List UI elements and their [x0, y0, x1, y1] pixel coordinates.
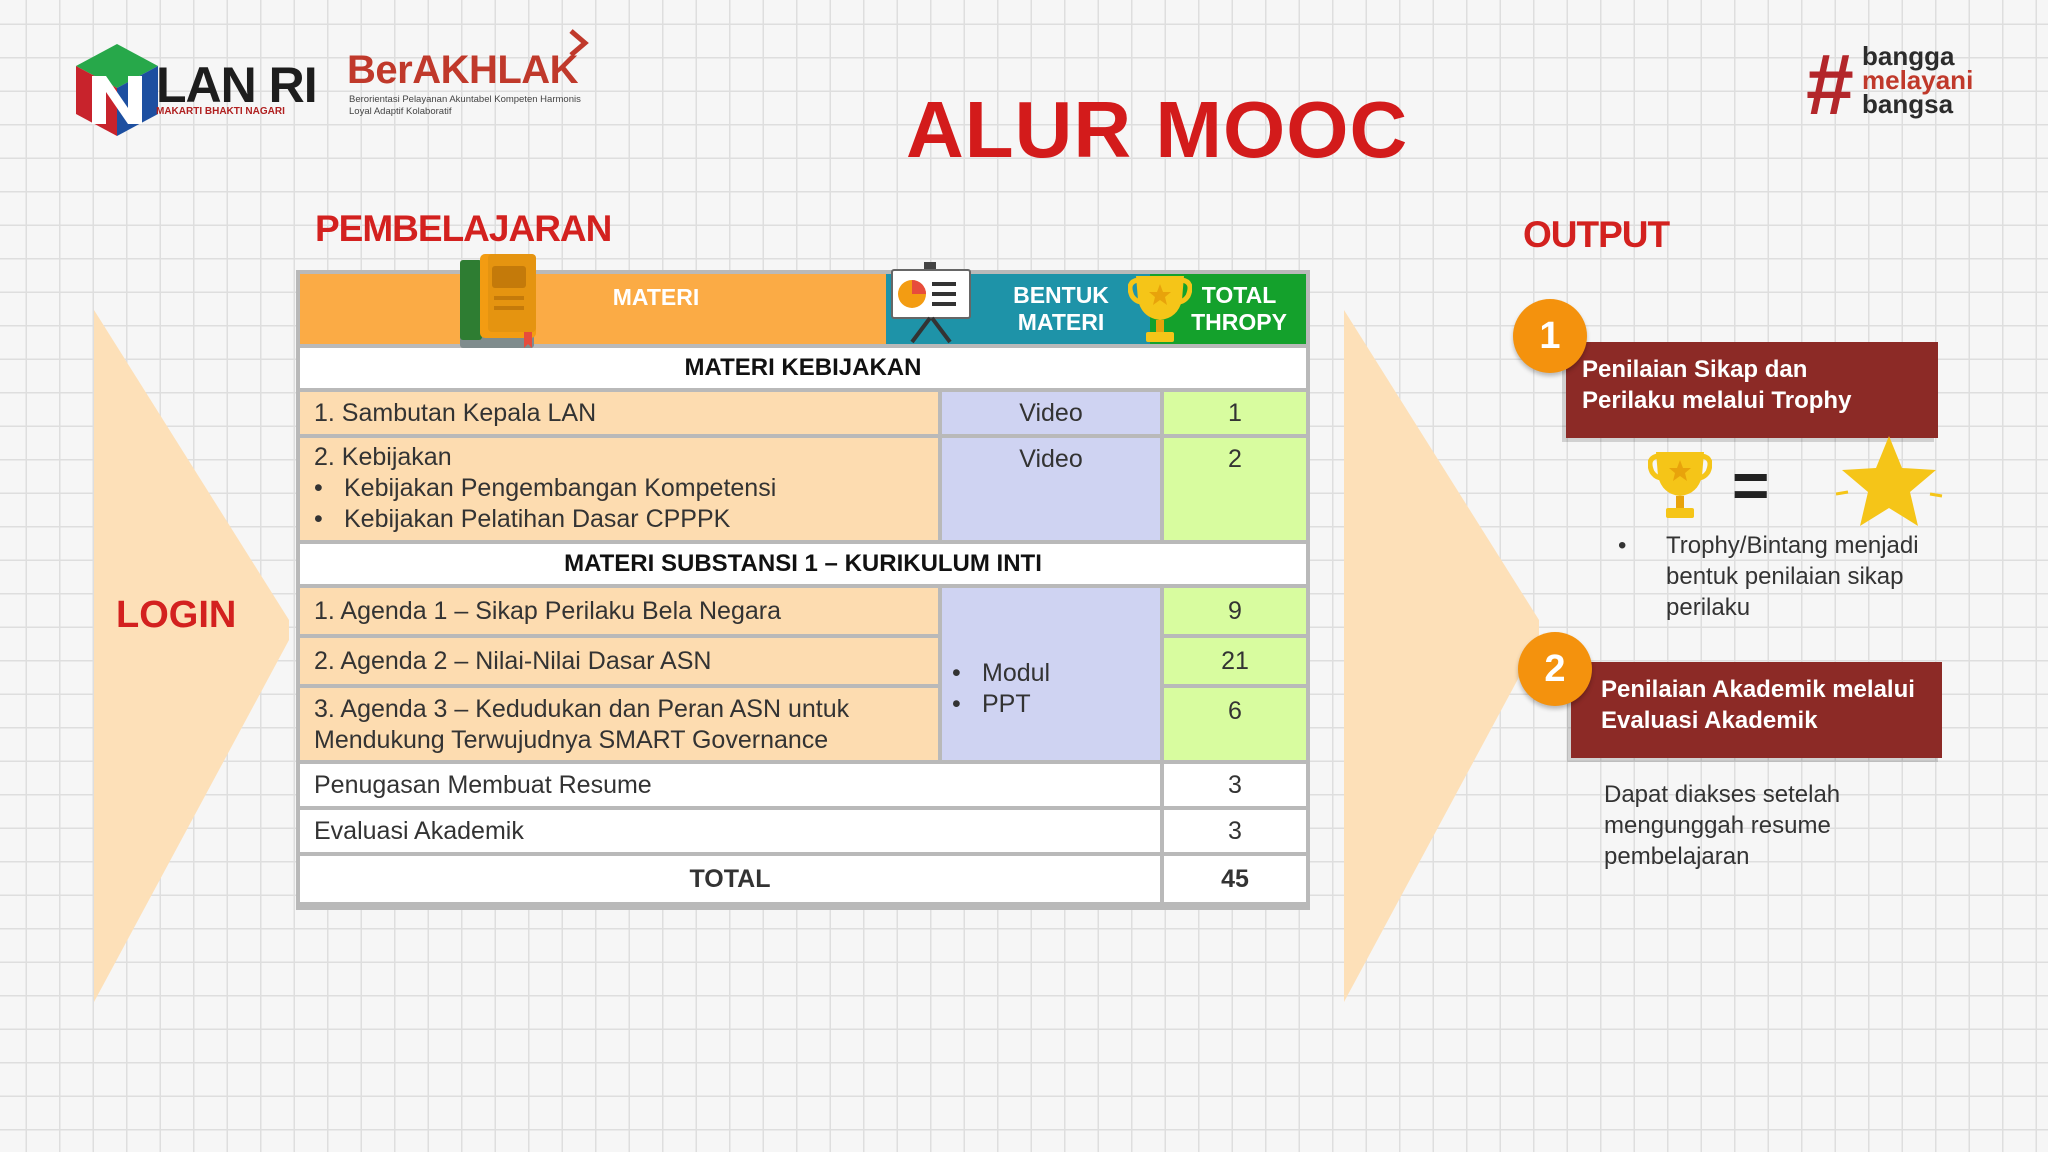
bangsa-word: bangsa	[1862, 89, 1954, 119]
row2-bentuk: Video	[942, 438, 1160, 540]
output-item1-box: Penilaian Sikap dan Perilaku melalui Tro…	[1566, 342, 1938, 438]
mooc-course-table: MATERI BENTUK MATERI TOTAL THROPY MATERI…	[296, 270, 1310, 910]
bangga-word: bangga	[1862, 41, 1955, 71]
output-item1-title-line1: Penilaian Sikap dan	[1582, 356, 1808, 383]
row6-materi: Penugasan Membuat Resume	[300, 764, 1160, 806]
bangga-melayani-bangsa-logo: bangga melayani bangsa	[1862, 41, 1974, 119]
header-total-line1: TOTAL	[1201, 282, 1277, 308]
row5-materi-line1: 3. Agenda 3 – Kedudukan dan Peran ASN un…	[314, 695, 850, 723]
header-bentuk-line2: MATERI	[1017, 309, 1105, 335]
berakhlak-logo-tagline: Berorientasi Pelayanan Akuntabel Kompete…	[349, 94, 581, 117]
bentuk-group-cell: •Modul •PPT	[942, 588, 1160, 760]
row1-bentuk: Video	[942, 392, 1160, 434]
page-title: ALUR MOOC	[906, 85, 1409, 174]
output-item2-title-line2: Evaluasi Akademik	[1601, 707, 1818, 734]
row4-materi: 2. Agenda 2 – Nilai-Nilai Dasar ASN	[300, 638, 938, 684]
login-label: LOGIN	[116, 594, 237, 636]
row5-materi-line2: Mendukung Terwujudnya SMART Governance	[314, 726, 829, 754]
header-materi-label: MATERI	[612, 284, 700, 310]
header-bentuk-line1: BENTUK	[1013, 282, 1109, 308]
berakhlak-logo-name: BerAKHLAK	[347, 48, 579, 92]
row7-total: 3	[1164, 810, 1306, 852]
output-item1-number: 1	[1513, 299, 1587, 373]
row2-materi: 2. Kebijakan •Kebijakan Pengembangan Kom…	[300, 438, 938, 540]
row2-bullet-2: •Kebijakan Pelatihan Dasar CPPPK	[314, 505, 731, 533]
presentation-board-icon	[891, 262, 971, 344]
row4-total: 21	[1164, 638, 1306, 684]
total-label: TOTAL	[300, 856, 1160, 902]
output-item2-number: 2	[1518, 632, 1592, 706]
output-section-title: OUTPUT	[1523, 214, 1670, 255]
berakhlak-chevron-icon	[569, 29, 589, 57]
output-item1-bullet-line3: perilaku	[1666, 594, 1751, 621]
trophy-icon	[1648, 452, 1712, 518]
output-item1-bullet: • Trophy/Bintang menjadi bentuk penilaia…	[1618, 532, 1919, 621]
section-materi-kebijakan: MATERI KEBIJAKAN	[300, 348, 1306, 388]
output-item2-desc-line3: pembelajaran	[1604, 843, 1750, 870]
learning-section-title: PEMBELAJARAN	[315, 208, 612, 249]
process-arrow-shape	[1344, 310, 1539, 1002]
header-total-line2: THROPY	[1191, 309, 1287, 335]
output-item1-title-line2: Perilaku melalui Trophy	[1582, 387, 1852, 414]
bangga-hash-icon: #	[1806, 37, 1854, 133]
row1-total: 1	[1164, 392, 1306, 434]
bentuk-modul: •Modul	[952, 659, 1051, 687]
output-item2-title-line1: Penilaian Akademik melalui	[1601, 676, 1915, 703]
row2-total: 2	[1164, 438, 1306, 540]
output-item1-bullet-line2: bentuk penilaian sikap	[1666, 563, 1904, 590]
row3-total: 9	[1164, 588, 1306, 634]
output-item2-box: Penilaian Akademik melalui Evaluasi Akad…	[1571, 662, 1942, 758]
login-arrow-shape	[94, 310, 289, 1002]
book-icon	[460, 254, 536, 348]
lan-logo-name: LAN RI	[156, 57, 318, 113]
row7-materi: Evaluasi Akademik	[300, 810, 1160, 852]
row3-materi: 1. Agenda 1 – Sikap Perilaku Bela Negara	[300, 588, 938, 634]
bentuk-ppt: •PPT	[952, 690, 1031, 718]
section-materi-substansi: MATERI SUBSTANSI 1 – KURIKULUM INTI	[300, 544, 1306, 584]
header-bentuk-label: BENTUK MATERI	[976, 282, 1146, 336]
row5-materi: 3. Agenda 3 – Kedudukan dan Peran ASN un…	[300, 688, 938, 760]
row6-total: 3	[1164, 764, 1306, 806]
row1-materi: 1. Sambutan Kepala LAN	[300, 392, 938, 434]
output-item2-desc-line2: mengunggah resume	[1604, 812, 1831, 839]
output-item2-desc: Dapat diakses setelah mengunggah resume …	[1604, 779, 1840, 872]
melayani-word: melayani	[1862, 65, 1974, 95]
row2-materi-title: 2. Kebijakan	[314, 443, 452, 471]
trophy-icon	[1128, 276, 1192, 342]
header-total-label: TOTAL THROPY	[1174, 282, 1304, 336]
output-item2-desc-line1: Dapat diakses setelah	[1604, 781, 1841, 808]
star-icon	[1835, 436, 1943, 526]
row5-total: 6	[1164, 688, 1306, 760]
row2-bullet-1: •Kebijakan Pengembangan Kompetensi	[314, 474, 777, 502]
lan-cube-logo-icon	[76, 44, 158, 136]
output-item1-bullet-line1: Trophy/Bintang menjadi	[1666, 532, 1919, 559]
total-value: 45	[1164, 856, 1306, 902]
lan-logo-tagline: MAKARTI BHAKTI NAGARI	[156, 106, 285, 117]
equals-sign: =	[1732, 449, 1770, 521]
